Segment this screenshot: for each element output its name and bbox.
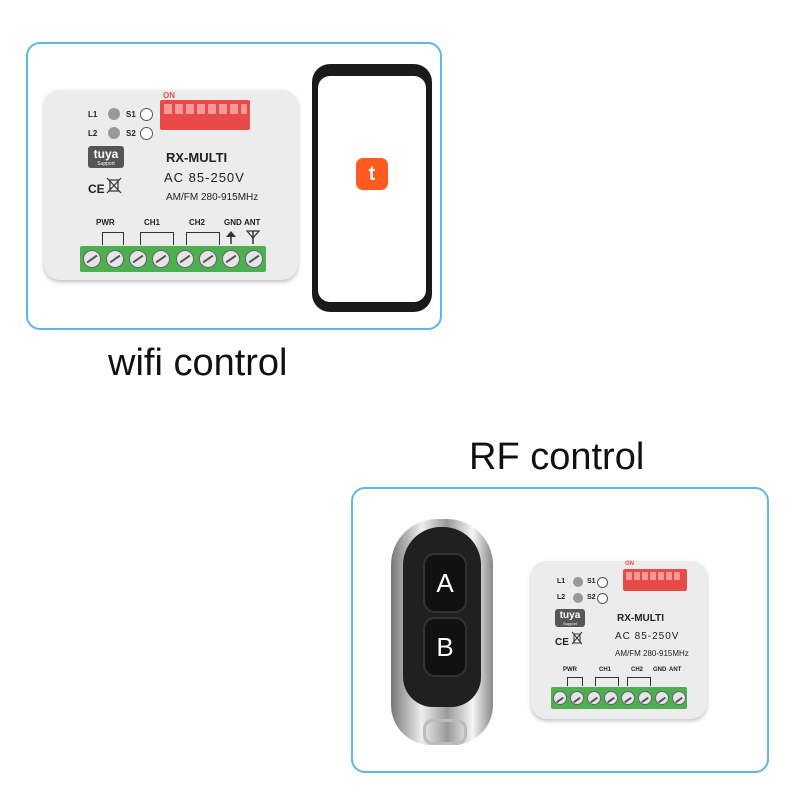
brand-text: tuya: [93, 147, 119, 161]
wifi-control-caption: wifi control: [108, 342, 288, 384]
brand-text: tuya: [559, 610, 581, 621]
wifi-control-panel: L1 L2 S1 S2 ON tuya Support RX-MULTI AC …: [26, 42, 442, 330]
button-s2-label: S2: [126, 129, 136, 138]
tuya-logo: tuya Support: [555, 609, 585, 627]
terminal-label-gnd: GND: [653, 667, 667, 673]
weee-bin-icon: [571, 631, 583, 645]
keyring-loop: [423, 719, 467, 745]
antenna-icon: [246, 230, 260, 244]
pwr-wiring: [567, 677, 583, 686]
led-l2-label: L2: [557, 594, 566, 601]
dip-on-label: ON: [163, 91, 175, 100]
led-l1: [573, 577, 583, 587]
ch2-wiring: [186, 232, 220, 245]
smartphone: t: [312, 64, 432, 312]
rf-control-panel: A B L1 L2 S1 S2 ON tuya Support RX-MULTI…: [351, 487, 769, 773]
terminal-block: [551, 687, 687, 709]
button-s1: [140, 108, 153, 121]
dip-switch: ON: [623, 561, 687, 591]
button-s1-label: S1: [587, 578, 596, 585]
voltage-text: AC 85-250V: [164, 170, 245, 185]
ch1-wiring: [140, 232, 174, 245]
ch1-wiring: [595, 677, 619, 686]
frequency-text: AM/FM 280-915MHz: [166, 192, 259, 203]
remote-body: A B: [403, 527, 481, 707]
rf-control-caption: RF control: [469, 436, 645, 478]
terminal-label-ch2: CH2: [631, 667, 644, 673]
button-s2: [140, 127, 153, 140]
button-s2-label: S2: [587, 594, 596, 601]
receiver-module: L1 L2 S1 S2 ON tuya Support RX-MULTI AC …: [44, 90, 298, 280]
voltage-text: AC 85-250V: [615, 631, 680, 642]
brand-sub: Support: [562, 621, 577, 626]
pwr-wiring: [102, 232, 124, 245]
terminal-block: [80, 246, 266, 272]
receiver-module-small: L1 L2 S1 S2 ON tuya Support RX-MULTI AC …: [531, 561, 707, 719]
led-l2-label: L2: [88, 129, 98, 138]
frequency-text: AM/FM 280-915MHz: [615, 649, 689, 658]
led-l1: [108, 108, 120, 120]
phone-screen: t: [318, 76, 426, 302]
button-s1: [597, 577, 608, 588]
dip-switch: ON: [160, 91, 250, 130]
ground-arrow-icon: [226, 231, 236, 244]
led-l1-label: L1: [557, 578, 566, 585]
led-l2: [573, 593, 583, 603]
led-l1-label: L1: [88, 110, 98, 119]
terminal-label-ant: ANT: [669, 667, 682, 673]
ce-mark: CE: [88, 182, 105, 196]
tuya-logo: tuya Support: [88, 146, 124, 168]
remote-control: A B: [391, 519, 493, 745]
terminal-label-ch2: CH2: [189, 218, 206, 227]
model-name: RX-MULTI: [617, 613, 665, 624]
dip-on-label: ON: [625, 561, 634, 567]
terminal-label-pwr: PWR: [563, 667, 577, 673]
terminal-label-gnd: GND: [224, 218, 242, 227]
button-s1-label: S1: [126, 110, 136, 119]
led-l2: [108, 127, 120, 139]
terminal-label-ch1: CH1: [144, 218, 161, 227]
ce-mark: CE: [555, 637, 569, 648]
brand-sub: Support: [97, 161, 115, 167]
terminal-label-ant: ANT: [244, 218, 261, 227]
terminal-label-pwr: PWR: [96, 218, 115, 227]
button-s2: [597, 593, 608, 604]
model-name: RX-MULTI: [166, 150, 228, 165]
ch2-wiring: [627, 677, 651, 686]
tuya-app-icon: t: [356, 158, 388, 190]
remote-button-a: A: [423, 553, 467, 613]
remote-button-b: B: [423, 617, 467, 677]
weee-bin-icon: [106, 177, 122, 194]
terminal-label-ch1: CH1: [599, 667, 612, 673]
